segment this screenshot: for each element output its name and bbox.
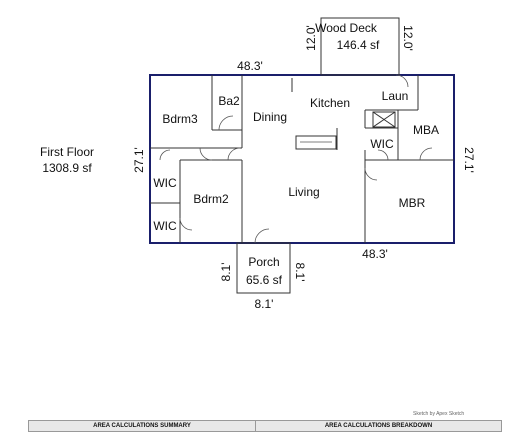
wood-deck-outline — [320, 17, 400, 76]
wic-1-label: WIC — [153, 176, 177, 190]
dim-porch-right: 8.1' — [293, 263, 307, 282]
floor-name: First Floor — [40, 145, 94, 159]
dim-bottom: 48.3' — [362, 247, 388, 261]
wic-master-label: WIC — [370, 137, 394, 151]
washer-box — [372, 111, 396, 128]
area-calculations-footer: AREA CALCULATIONS SUMMARY AREA CALCULATI… — [28, 420, 502, 432]
door-bdrm2 — [227, 147, 241, 161]
dim-right: 27.1' — [462, 147, 476, 173]
door-laun — [395, 74, 409, 88]
dim-deck-left: 12.0' — [304, 25, 318, 51]
wood-deck-area: 146.4 sf — [337, 38, 380, 52]
door-wic-master — [377, 149, 389, 161]
door-bdrm3 — [199, 147, 213, 161]
breakdown-header: AREA CALCULATIONS BREAKDOWN — [324, 423, 433, 429]
sketch-credit: Sketch by Apex Sketch — [413, 411, 465, 417]
door-porch — [254, 228, 270, 244]
dim-deck-right: 12.0' — [401, 25, 415, 51]
summary-header: AREA CALCULATIONS SUMMARY — [29, 421, 256, 432]
door-closet-a — [159, 149, 171, 161]
door-wic — [179, 217, 193, 231]
kitchen-sink — [295, 135, 337, 150]
mbr-label: MBR — [399, 196, 426, 210]
porch-outline — [236, 242, 291, 294]
bdrm2-label: Bdrm2 — [193, 192, 229, 206]
mba-label: MBA — [413, 123, 439, 137]
door-mbr — [364, 167, 378, 181]
porch-label: Porch — [248, 255, 279, 269]
bdrm3-label: Bdrm3 — [162, 112, 198, 126]
door-ba2 — [218, 115, 234, 131]
dim-porch-left: 8.1' — [219, 263, 233, 282]
wood-deck-label: Wood Deck — [315, 21, 378, 35]
ba2-label: Ba2 — [218, 94, 240, 108]
dim-left: 27.1' — [132, 147, 146, 173]
floor-area: 1308.9 sf — [42, 161, 92, 175]
kitchen-label: Kitchen — [310, 96, 350, 110]
dim-porch-bottom: 8.1' — [255, 297, 274, 311]
washer-x2 — [372, 111, 396, 128]
door-mba — [419, 147, 433, 161]
wic-2-label: WIC — [153, 219, 177, 233]
porch-area: 65.6 sf — [246, 273, 283, 287]
living-label: Living — [288, 185, 319, 199]
dining-label: Dining — [253, 110, 287, 124]
laun-label: Laun — [382, 89, 409, 103]
exterior-wall — [149, 74, 455, 244]
dim-top: 48.3' — [237, 59, 263, 73]
